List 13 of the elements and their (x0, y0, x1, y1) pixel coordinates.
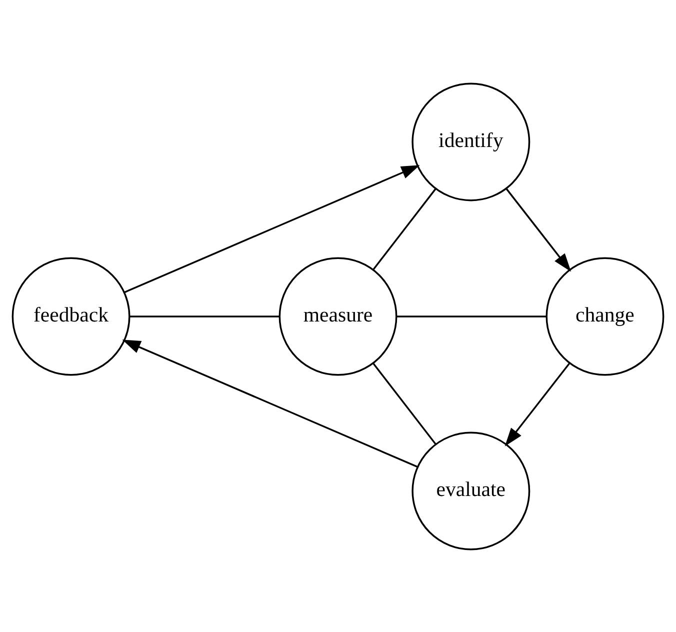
connector (372, 188, 436, 270)
node-circle: identify (412, 82, 530, 201)
node-circle: change (546, 256, 664, 376)
node-circle: measure (278, 256, 398, 376)
node-circle: evaluate (412, 431, 530, 550)
arrow (504, 362, 570, 446)
arrow (124, 164, 420, 293)
connector (129, 315, 280, 317)
node-circle: feedback (12, 256, 130, 376)
arrow (122, 339, 418, 468)
connector (396, 315, 546, 317)
arrow (506, 188, 572, 272)
connector (372, 362, 436, 444)
